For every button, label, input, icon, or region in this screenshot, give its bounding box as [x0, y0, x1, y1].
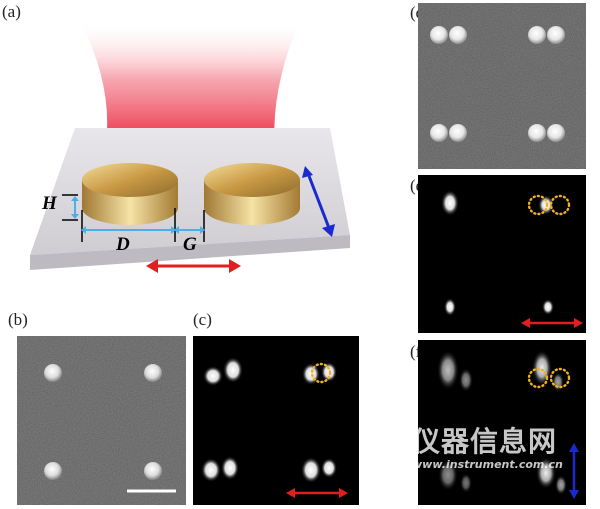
schematic-panel: H D G: [20, 20, 400, 310]
darkfield-image-e: [418, 175, 586, 333]
dim-label-g: G: [183, 234, 197, 255]
dim-label-d: D: [116, 234, 130, 255]
watermark-logo-icon: [373, 424, 411, 471]
laser-beam: [80, 20, 300, 150]
panel-label-b: (b): [8, 310, 28, 329]
blue-polarization-arrow: [302, 166, 335, 237]
red-polarization-arrow: [146, 259, 241, 273]
sem-image-d: [418, 3, 586, 169]
dim-label-h: H: [42, 193, 57, 214]
watermark-en: www.instrument.com.cn: [412, 458, 563, 471]
watermark-cn: 仪器信息网: [412, 425, 558, 458]
darkfield-image-f: [418, 340, 586, 505]
darkfield-image-c: [193, 336, 359, 505]
sem-image-b: [17, 336, 186, 505]
watermark: 仪器信息网 www.instrument.com.cn: [372, 420, 572, 480]
panel-label-a: (a): [2, 2, 21, 21]
panel-label-c: (c): [193, 310, 212, 329]
right-gold-disk: [204, 163, 300, 225]
left-gold-disk: [82, 163, 178, 225]
